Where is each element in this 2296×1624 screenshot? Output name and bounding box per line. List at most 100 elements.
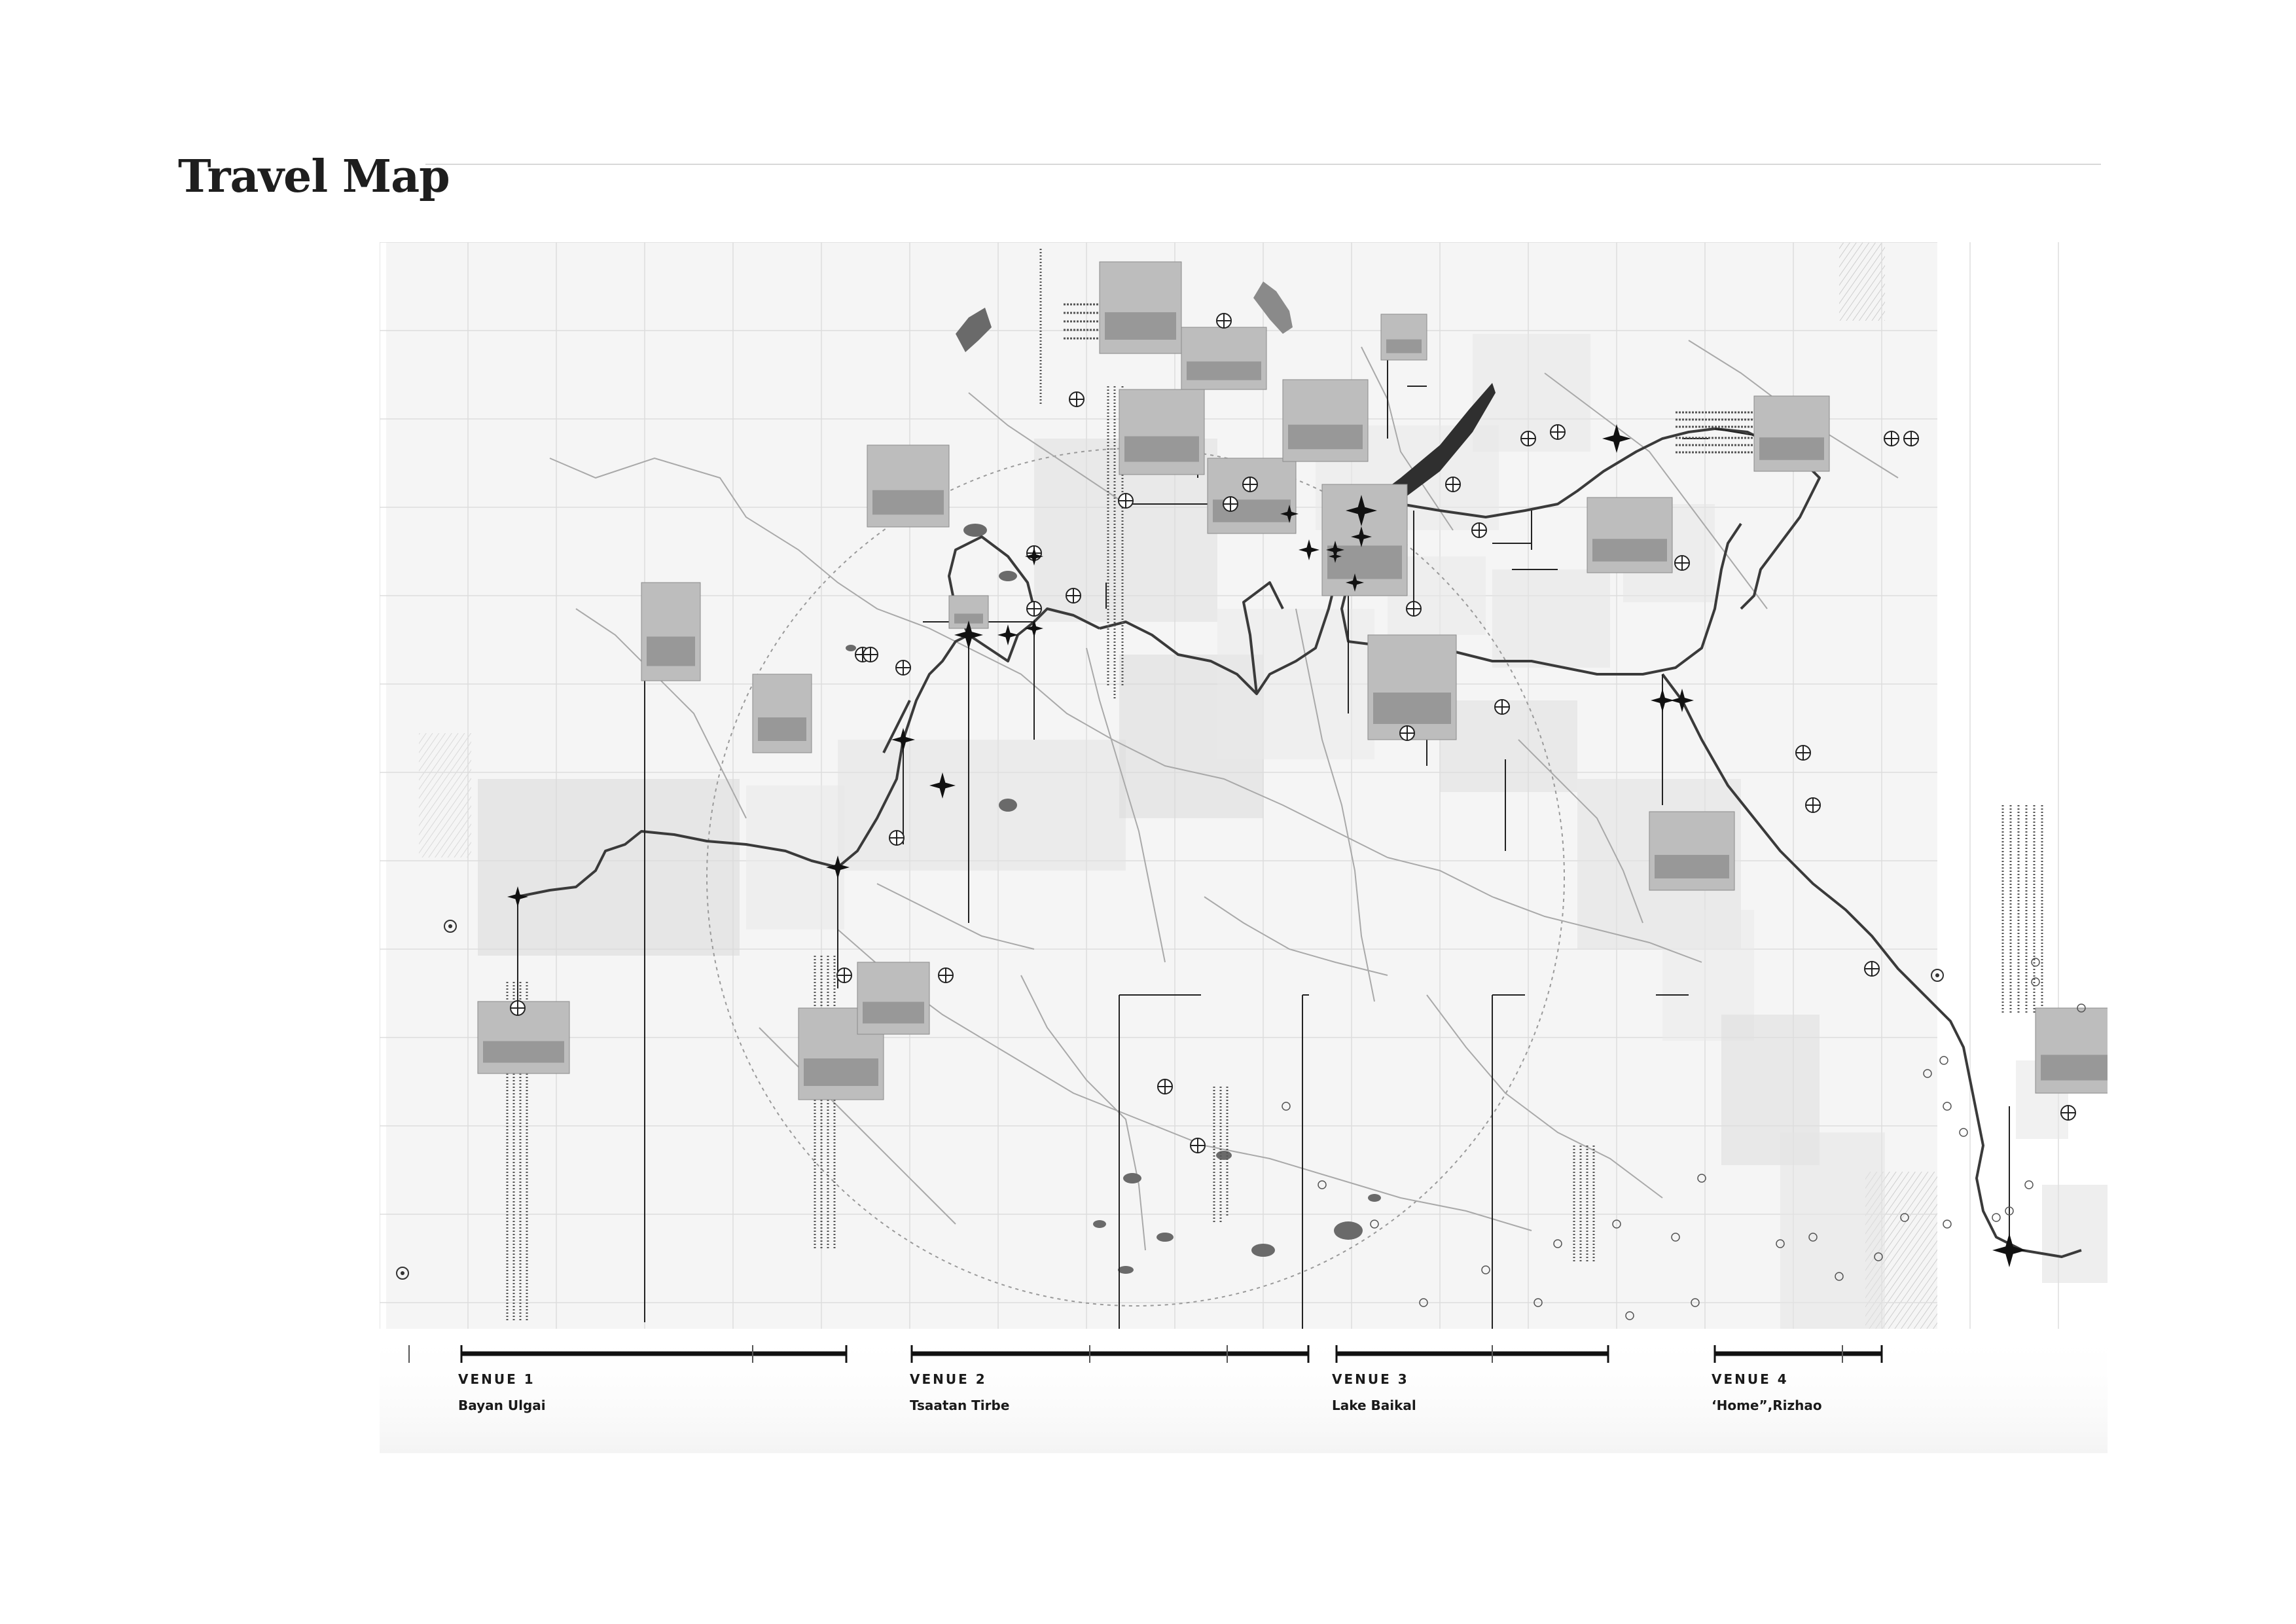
crosshair-markers [510,313,2076,1153]
circle-marker-icon [1419,1298,1428,1307]
study-area-circle [706,448,1565,1307]
photo-detail [1386,339,1422,353]
crosshair-marker-icon [1157,1079,1173,1094]
crosshair-marker-icon [1674,555,1690,571]
lake [1157,1233,1174,1242]
lake [1093,1220,1106,1228]
lake [999,799,1017,812]
region-border [1295,608,1375,1002]
crosshair-marker-icon [1026,601,1042,617]
circle-markers [396,920,2086,1320]
region-border [1020,975,1146,1251]
target-marker-dot [401,1271,404,1275]
compass-star-markers [507,424,2026,1267]
compass-star-icon [1329,550,1342,563]
crosshair-marker-icon [510,1000,526,1016]
crosshair-marker-icon [1069,391,1085,407]
region-border [1426,994,1663,1199]
circle-marker-icon [2031,958,2040,967]
circle-marker-icon [1691,1298,1700,1307]
photo-detail [1124,436,1199,462]
route-segment [1361,427,1715,518]
crosshair-marker-icon [2060,1105,2076,1121]
region-border [1544,372,1768,609]
region-border [549,457,969,649]
terrain-tile [1492,569,1610,668]
travel-map-canvas [380,242,2108,1453]
terrain-tile [2042,1185,2108,1283]
crosshair-marker-icon [1066,588,1081,604]
photo-detail [1288,424,1363,450]
terrain-tile [838,740,1126,871]
crosshair-marker-icon [1805,797,1821,813]
lake-north [1253,281,1293,334]
region-border [968,392,1126,505]
terrain-tile [1780,1132,1885,1329]
venue-4-name: ‘Home”,Rizhao [1712,1398,1822,1413]
circle-marker-icon [1318,1180,1327,1189]
route-segment [1661,673,2082,1258]
compass-star-icon [1651,689,1674,712]
photo-detail [954,613,983,624]
lake [963,524,987,537]
target-marker-dot [1935,973,1939,977]
route-segment [1242,581,1284,695]
crosshair-marker-icon [1406,601,1422,617]
route-segment [516,830,838,898]
crosshair-marker-icon [1190,1138,1206,1153]
photo-detail [1373,693,1451,724]
circle-marker-icon [1874,1252,1883,1261]
photo-detail [804,1058,878,1086]
terrain-tile [746,785,844,929]
region-border [575,608,747,819]
circle-marker-icon [2005,1206,2014,1216]
crosshair-marker-icon [895,660,911,676]
lake [1251,1244,1275,1257]
circle-marker-icon [1671,1233,1680,1242]
route-segment [1340,510,1742,676]
compass-star-icon [1670,689,1694,712]
photo-detail [1105,312,1176,340]
compass-star-icon [1280,505,1299,523]
target-marker-dot [448,924,452,928]
region-border [759,1027,956,1225]
lake [1334,1221,1363,1240]
crosshair-marker-icon [1216,313,1232,329]
photo-detail [1655,855,1729,878]
crosshair-marker-icon [1494,699,1510,715]
venue-4-label: VENUE 4 [1712,1371,1789,1387]
region-border [1518,739,1643,924]
circle-marker-icon [1939,1056,1948,1065]
compass-star-icon [1025,619,1043,638]
compass-star-icon [826,856,850,879]
crosshair-marker-icon [1884,431,1899,446]
circle-marker-icon [1481,1265,1490,1274]
venue-3-label: VENUE 3 [1332,1371,1409,1387]
leader-lines [517,353,2010,1329]
compass-star-icon [929,772,956,799]
photo-detail [647,636,695,666]
region-border [876,883,1035,950]
circle-marker-icon [1808,1233,1818,1242]
lake [1216,1151,1232,1160]
lake-khovsgol [956,308,992,352]
circle-marker-icon [1923,1069,1932,1078]
crosshair-marker-icon [1471,522,1487,538]
page-title: Travel Map [178,151,450,203]
target-marker-icon [1931,969,1944,982]
photo-detail [1592,539,1667,562]
hatched-terrain [1839,242,1885,321]
crosshair-marker-icon [1903,431,1919,446]
region-border [1204,896,1388,976]
compass-star-icon [891,728,915,751]
location-photos [477,261,2108,1100]
circle-marker-icon [1943,1219,1952,1229]
circle-marker-icon [1612,1219,1621,1229]
circle-marker-icon [2077,1003,2086,1013]
circle-marker-icon [1992,1213,2001,1222]
hatched-terrain [419,733,471,857]
circle-marker-icon [1776,1239,1785,1248]
venue-3-name: Lake Baikal [1332,1398,1416,1413]
compass-star-icon [1992,1233,2026,1267]
crosshair-marker-icon [1864,961,1880,977]
